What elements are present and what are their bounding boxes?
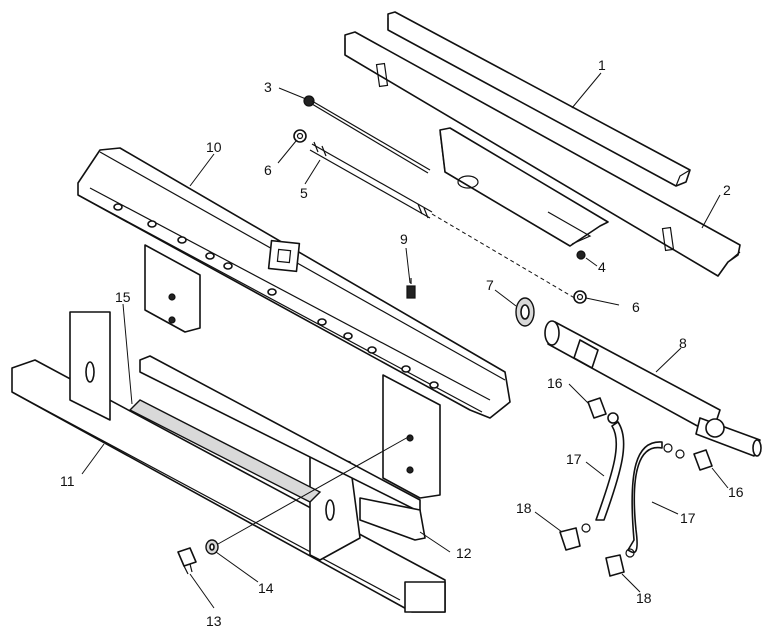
callout-16-upper: 16 [547,375,563,391]
rail-slots [113,203,439,389]
callout-10: 10 [206,139,222,155]
alignment-line [431,213,579,301]
part-6-nut-upper [293,129,307,143]
callout-17-left: 17 [566,451,582,467]
part-15-channel [128,355,421,513]
callout-9: 9 [400,231,408,247]
part-1-cover-plate [387,11,691,187]
part-9-fitting [406,278,416,299]
callout-7: 7 [486,277,494,293]
callout-18-lower: 18 [636,590,652,606]
part-5-threaded-stud [309,141,433,219]
callout-11: 11 [60,473,75,489]
callout-5: 5 [300,185,308,201]
part-2-bracket-plate [344,31,741,277]
part-16-fitting-upper [587,397,619,424]
callout-labels: 1 2 3 4 5 6 6 7 8 9 10 11 12 13 14 15 16… [60,57,744,629]
callout-6-upper: 6 [264,162,272,178]
callout-17-right: 17 [680,510,696,526]
part-18-elbow-lower [605,548,635,577]
callout-13: 13 [206,613,222,629]
part-16-fitting-lower [663,443,713,471]
callout-3: 3 [264,79,272,95]
callout-8: 8 [679,335,687,351]
part-8-cylinder [544,320,762,457]
callout-12: 12 [456,545,472,561]
callout-16-lower: 16 [728,484,744,500]
part-4-nut [576,250,586,260]
part-14-washer [205,539,219,555]
bolt-alignment-line [217,435,411,545]
callout-15: 15 [115,289,131,305]
part-6-nut-lower [573,290,587,304]
callout-1: 1 [598,57,606,73]
part-11-lower-frame [11,311,446,613]
part-17-hoses [595,421,663,554]
callout-14: 14 [258,580,274,596]
leader-lines [81,72,729,609]
part-13-bolt [177,547,197,575]
part-12-side-rail [359,497,426,541]
part-3-long-rod [303,95,431,174]
callout-2: 2 [723,182,731,198]
bracket-tray [439,127,609,247]
part-10-upper-rail [77,147,511,499]
part-18-elbow-upper [559,523,591,551]
part-7-washer [515,297,535,327]
callout-4: 4 [598,259,606,275]
callout-18-upper: 18 [516,500,532,516]
callout-6-lower: 6 [632,299,640,315]
